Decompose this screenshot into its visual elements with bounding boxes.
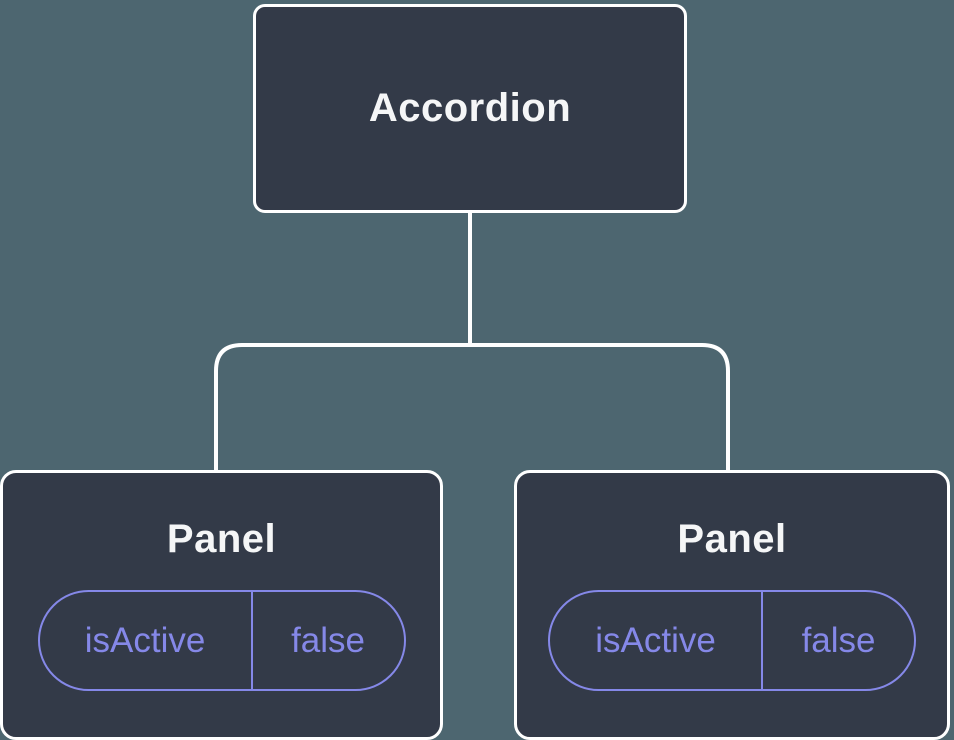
prop-name-label: isActive <box>40 592 253 689</box>
tree-node-accordion: Accordion <box>253 4 687 213</box>
panel-node-label: Panel <box>166 517 277 561</box>
accordion-node-label: Accordion <box>368 86 572 130</box>
panel-node-label: Panel <box>677 517 787 561</box>
tree-node-panel-left: Panel isActive false <box>0 470 443 740</box>
prop-value-label: false <box>801 620 876 660</box>
prop-name-label: isActive <box>550 592 764 689</box>
connector-branch <box>214 343 730 472</box>
prop-value-label: false <box>291 620 366 660</box>
prop-badge-isactive: isActive false <box>37 590 406 691</box>
prop-badge-isactive: isActive false <box>548 590 916 691</box>
tree-node-panel-right: Panel isActive false <box>514 470 950 740</box>
